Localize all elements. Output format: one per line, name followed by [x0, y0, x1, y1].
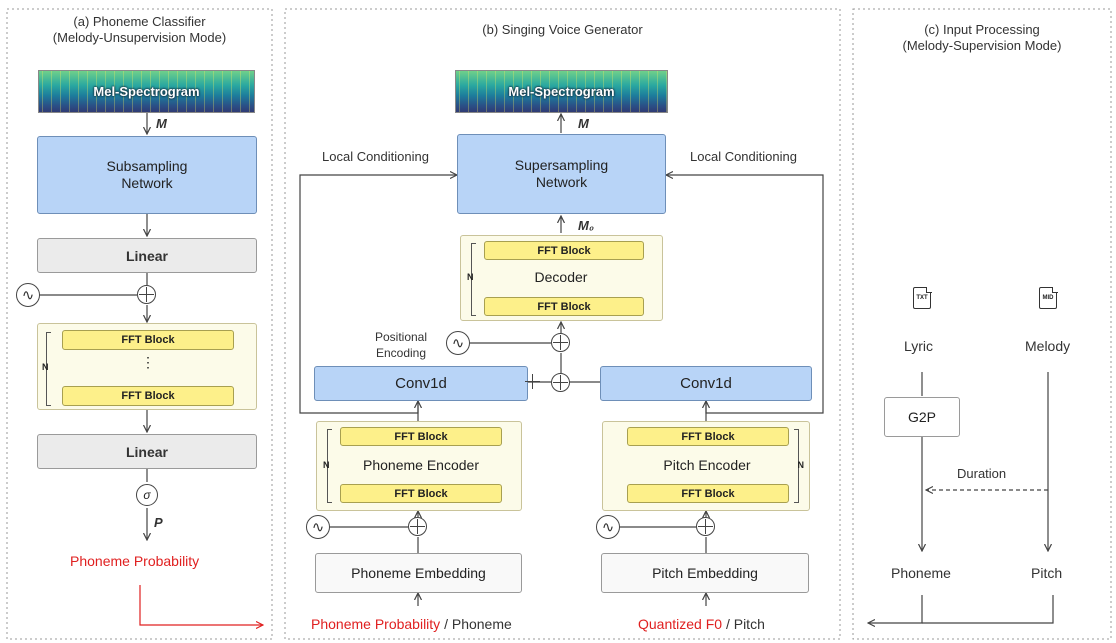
classifier-fft-top: FFT Block — [62, 330, 234, 350]
pitch-input-rest: / Pitch — [722, 616, 765, 632]
phoneme-input-label: Phoneme Probability / Phoneme — [311, 616, 512, 632]
mel-spectrogram-output: Mel-Spectrogram — [455, 70, 668, 113]
pitch-sine-icon: ∿ — [596, 515, 620, 539]
txt-file-icon: TXT — [913, 286, 932, 309]
melody-label: Melody — [1025, 338, 1071, 354]
phoneme-plus-icon — [408, 517, 427, 536]
pitch-label: Pitch — [1031, 565, 1063, 581]
sigmoid-icon: σ — [136, 484, 158, 506]
panel-a-border — [6, 8, 273, 640]
linear-bottom: Linear — [37, 434, 257, 469]
mel-spectrogram-output-label: Mel-Spectrogram — [508, 84, 615, 99]
phoneme-input-rest: / Phoneme — [440, 616, 512, 632]
subsampling-network-label: Subsampling Network — [106, 158, 188, 191]
decoder-stack: FFT Block Decoder FFT Block N — [460, 235, 663, 321]
decoder-fft-top: FFT Block — [484, 241, 644, 260]
panel-b-title: (b) Singing Voice Generator — [285, 22, 840, 38]
classifier-n-label: N — [42, 362, 49, 372]
pitch-encoder-fft-top: FFT Block — [627, 427, 789, 446]
decoder-n-label: N — [467, 272, 474, 282]
positional-encoding-text: Positional Encoding — [374, 330, 428, 360]
panel-c-title: (c) Input Processing (Melody-Supervision… — [853, 22, 1111, 54]
pitch-encoder-n-label: N — [797, 460, 805, 470]
lyric-label: Lyric — [904, 338, 934, 354]
pitch-encoder-fft-bottom: FFT Block — [627, 484, 789, 503]
m0-symbol: M₀ — [578, 218, 594, 233]
phoneme-encoder-fft-top: FFT Block — [340, 427, 502, 446]
merge-plus-icon — [551, 373, 570, 392]
linear-top: Linear — [37, 238, 257, 273]
pitch-input-red: Quantized F0 — [638, 616, 723, 632]
conv1d-left: Conv1d — [314, 366, 528, 401]
local-conditioning-right: Local Conditioning — [690, 149, 797, 164]
mel-spectrogram-label: Mel-Spectrogram — [93, 84, 200, 99]
panel-c-title-line2: (Melody-Supervision Mode) — [902, 38, 1062, 53]
decoder-label: Decoder — [534, 269, 588, 285]
panel-b-title-text: (b) Singing Voice Generator — [482, 22, 643, 37]
local-conditioning-left: Local Conditioning — [322, 149, 429, 164]
phoneme-encoder-bracket — [327, 429, 332, 503]
classifier-fft-bottom: FFT Block — [62, 386, 234, 406]
mel-spectrogram-input: Mel-Spectrogram — [38, 70, 255, 113]
classifier-fft-stack: FFT Block ⋮ FFT Block N — [37, 323, 257, 410]
phoneme-sine-icon: ∿ — [306, 515, 330, 539]
positional-sine-icon: ∿ — [446, 331, 470, 355]
positional-plus-icon — [551, 333, 570, 352]
subsampling-network: Subsampling Network — [37, 136, 257, 214]
positional-encoding-label: Positional Encoding — [366, 329, 436, 361]
decoder-bracket — [471, 243, 476, 316]
g2p-box: G2P — [884, 397, 960, 437]
pitch-plus-icon — [696, 517, 715, 536]
m-symbol-b: M — [578, 116, 589, 131]
phoneme-encoder-fft-bottom: FFT Block — [340, 484, 502, 503]
pitch-encoder-stack: FFT Block Pitch Encoder FFT Block N — [602, 421, 810, 511]
m-symbol-a: M — [156, 116, 167, 131]
phoneme-probability-output: Phoneme Probability — [70, 553, 200, 569]
phoneme-encoder-n-label: N — [323, 460, 330, 470]
decoder-fft-bottom: FFT Block — [484, 297, 644, 316]
classifier-bracket — [46, 332, 51, 406]
plus-icon — [137, 285, 156, 304]
panel-a-title: (a) Phoneme Classifier (Melody-Unsupervi… — [7, 14, 272, 46]
pitch-input-label: Quantized F0 / Pitch — [638, 616, 765, 632]
phoneme-embedding: Phoneme Embedding — [315, 553, 522, 593]
mid-file-icon: MID — [1039, 286, 1058, 309]
conv1d-right: Conv1d — [600, 366, 812, 401]
supersampling-network-label: Supersampling Network — [514, 157, 609, 190]
pitch-embedding: Pitch Embedding — [601, 553, 809, 593]
pitch-encoder-label: Pitch Encoder — [663, 457, 751, 473]
sine-icon: ∿ — [16, 283, 40, 307]
classifier-ellipsis: ⋮ — [141, 354, 155, 370]
p-symbol: P — [154, 515, 163, 530]
panel-c-title-line1: (c) Input Processing — [924, 22, 1040, 37]
supersampling-network: Supersampling Network — [457, 134, 666, 214]
phoneme-input-red: Phoneme Probability — [311, 616, 441, 632]
panel-a-title-line2: (Melody-Unsupervision Mode) — [52, 30, 227, 45]
panel-a-title-line1: (a) Phoneme Classifier — [73, 14, 206, 29]
panel-c-border — [852, 8, 1112, 640]
phoneme-encoder-label: Phoneme Encoder — [363, 457, 479, 473]
pitch-encoder-bracket — [794, 429, 799, 503]
panel-b-border — [284, 8, 841, 640]
duration-label: Duration — [957, 466, 1007, 481]
phoneme-encoder-stack: FFT Block Phoneme Encoder FFT Block N — [316, 421, 522, 511]
phoneme-label: Phoneme — [891, 565, 951, 581]
